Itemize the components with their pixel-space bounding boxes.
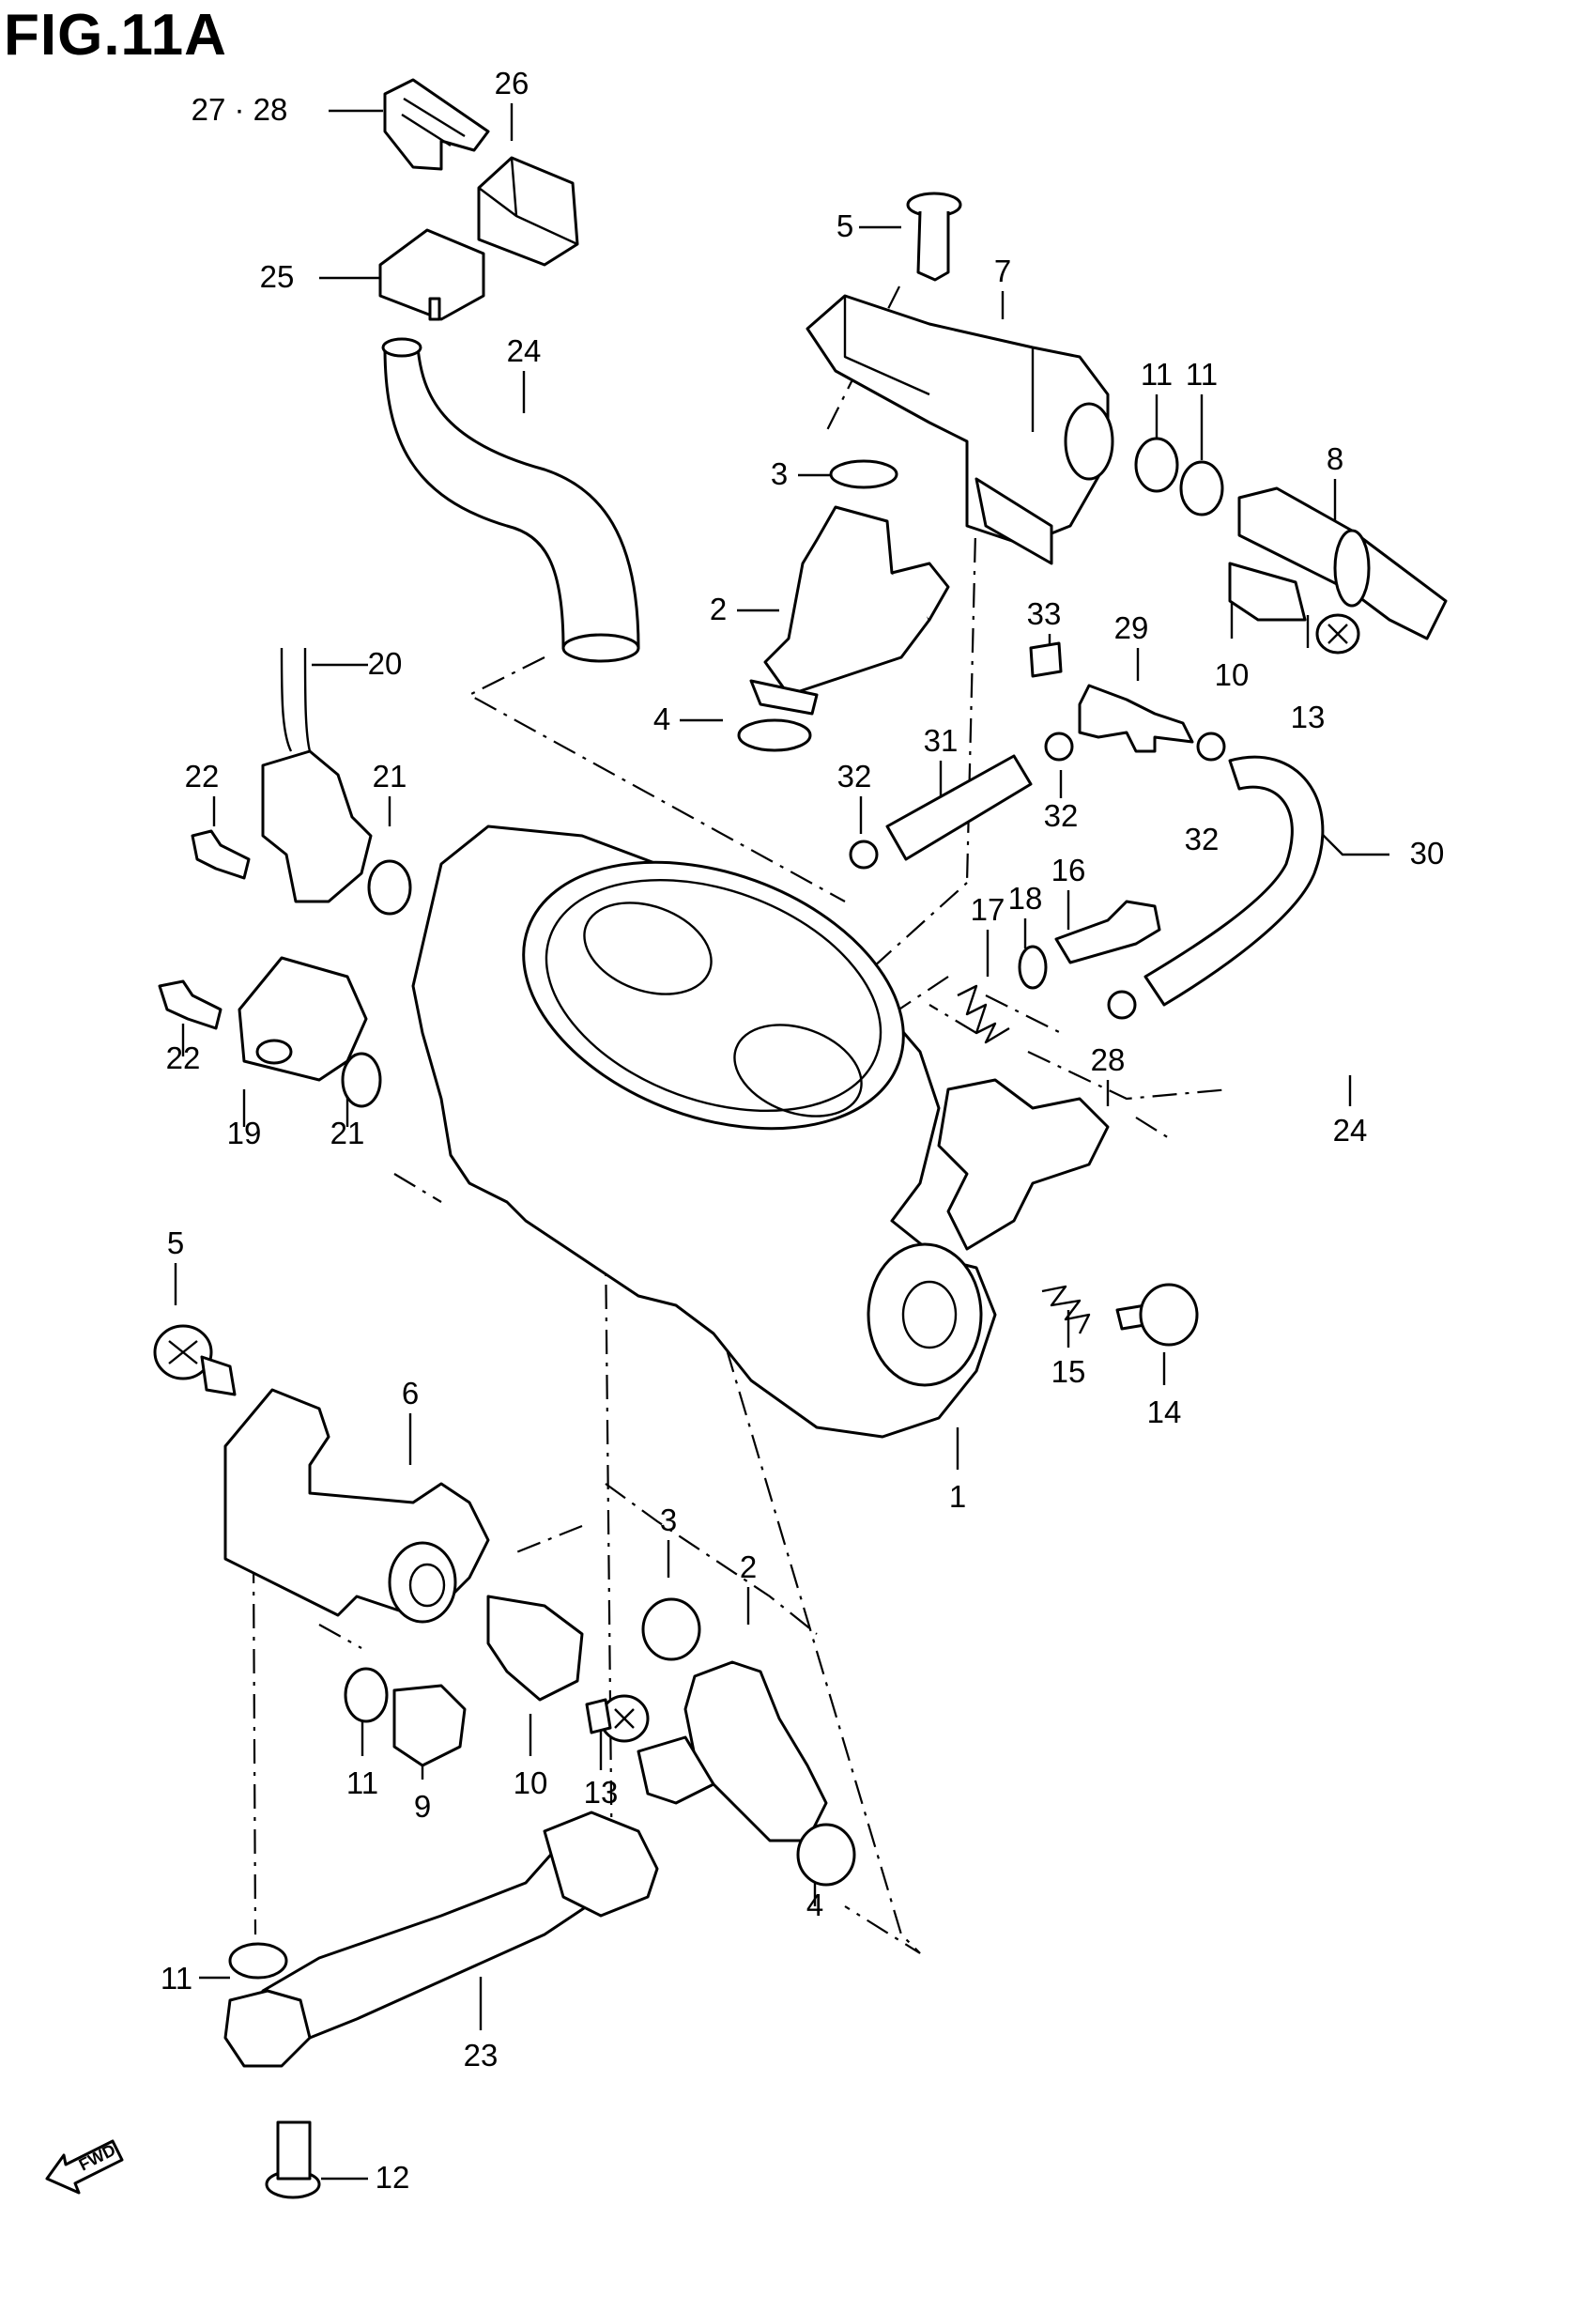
part-callout-32b: 32: [1044, 798, 1079, 833]
part-callout-24a: 24: [507, 333, 542, 368]
part-callout-16: 16: [1051, 853, 1086, 887]
injector-2-upper: [763, 505, 931, 697]
part-callout-31: 31: [924, 723, 959, 758]
part-callout-12: 12: [376, 2160, 410, 2195]
connector-26: [477, 156, 579, 267]
figure-title: FIG.11A: [4, 3, 227, 68]
part-callout-25: 25: [260, 259, 295, 294]
part-callout-20: 20: [368, 646, 403, 681]
part-callout-10b: 10: [514, 1765, 548, 1800]
part-callout-11d: 11: [161, 1961, 192, 1996]
part-callout-4a: 4: [653, 701, 670, 736]
part-callout-11c: 11: [346, 1765, 378, 1800]
t-joint-29: [1078, 684, 1194, 753]
part-callout-7: 7: [994, 254, 1011, 288]
part-callout-22b: 22: [166, 1040, 201, 1075]
part-callout-22a: 22: [185, 759, 220, 794]
part-callout-2b: 2: [740, 1549, 757, 1584]
part-callout-4b: 4: [806, 1888, 823, 1922]
injector-2-lower: [683, 1660, 828, 1842]
part-callout-28: 28: [1091, 1042, 1126, 1077]
part-callout-2a: 2: [710, 592, 727, 626]
sensor-19: [238, 956, 368, 1082]
part-callout-15: 15: [1051, 1354, 1086, 1389]
part-callout-23: 23: [464, 2038, 499, 2073]
fuel-rail-7: [806, 294, 1110, 547]
part-callout-1: 1: [949, 1479, 966, 1514]
part-callout-29: 29: [1114, 610, 1149, 645]
part-callout-32c: 32: [1185, 822, 1220, 856]
part-callout-18: 18: [1008, 881, 1043, 916]
part-callout-13a: 13: [1291, 700, 1326, 734]
forward-direction-arrow: [45, 2139, 124, 2195]
part-callout-21a: 21: [373, 759, 407, 794]
throttle-sensor-20: [261, 749, 373, 903]
part-callout-5a: 5: [836, 208, 853, 243]
part-callout-26: 26: [495, 66, 529, 100]
part-callout-33: 33: [1027, 596, 1062, 631]
part-callout-10a: 10: [1215, 657, 1250, 692]
part-callout-27-28: 27 · 28: [192, 92, 288, 127]
part-callout-8: 8: [1327, 441, 1343, 476]
part-callout-30: 30: [1410, 836, 1445, 871]
part-callout-24b: 24: [1333, 1113, 1368, 1148]
part-callout-19: 19: [227, 1116, 262, 1150]
part-callout-17: 17: [971, 892, 1005, 927]
part-callout-32a: 32: [837, 759, 872, 794]
pressure-sensor-25: [378, 228, 485, 321]
hose-24-upper: [383, 346, 640, 650]
part-callout-5b: 5: [167, 1225, 184, 1260]
part-callout-3b: 3: [660, 1503, 677, 1537]
part-callout-14: 14: [1147, 1395, 1182, 1429]
hose-30: [1143, 755, 1325, 1007]
part-callout-11b: 11: [1186, 357, 1218, 392]
part-callout-3a: 3: [771, 456, 788, 491]
part-callout-13b: 13: [584, 1775, 619, 1810]
clip-part: [383, 78, 490, 171]
part-callout-11a: 11: [1141, 357, 1173, 392]
part-callout-6: 6: [402, 1376, 419, 1410]
leader-lines: [174, 103, 1389, 2181]
part-callout-9: 9: [414, 1789, 431, 1824]
parts: [45, 78, 1448, 2199]
part-callout-21b: 21: [330, 1116, 365, 1150]
